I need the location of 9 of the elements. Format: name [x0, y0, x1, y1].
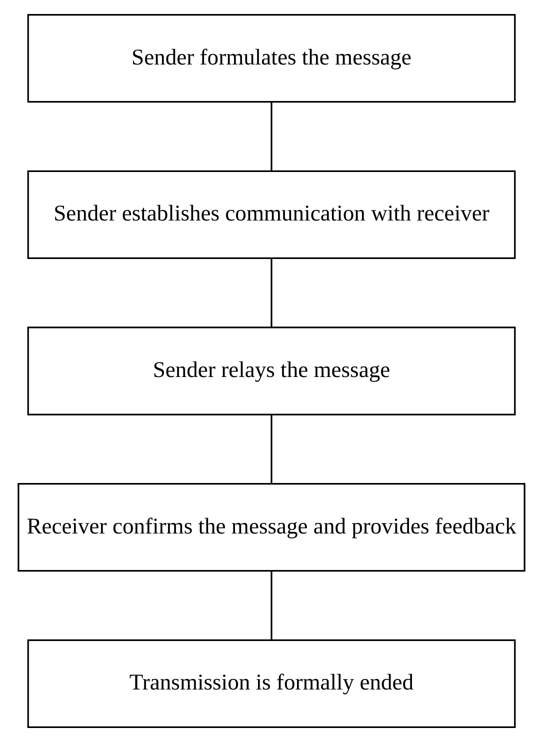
connector [270, 102, 272, 171]
node-box: Sender establishes communication with receiver [26, 170, 516, 259]
node-box: Receiver confirms the message and provides feedback [17, 483, 525, 572]
node-box: Sender relays the message [26, 326, 516, 416]
connector [270, 258, 272, 328]
node-box: Transmission is formally ended [26, 639, 516, 728]
connector [270, 414, 272, 484]
node-box: Sender formulates the message [26, 14, 516, 103]
connector [270, 571, 272, 640]
